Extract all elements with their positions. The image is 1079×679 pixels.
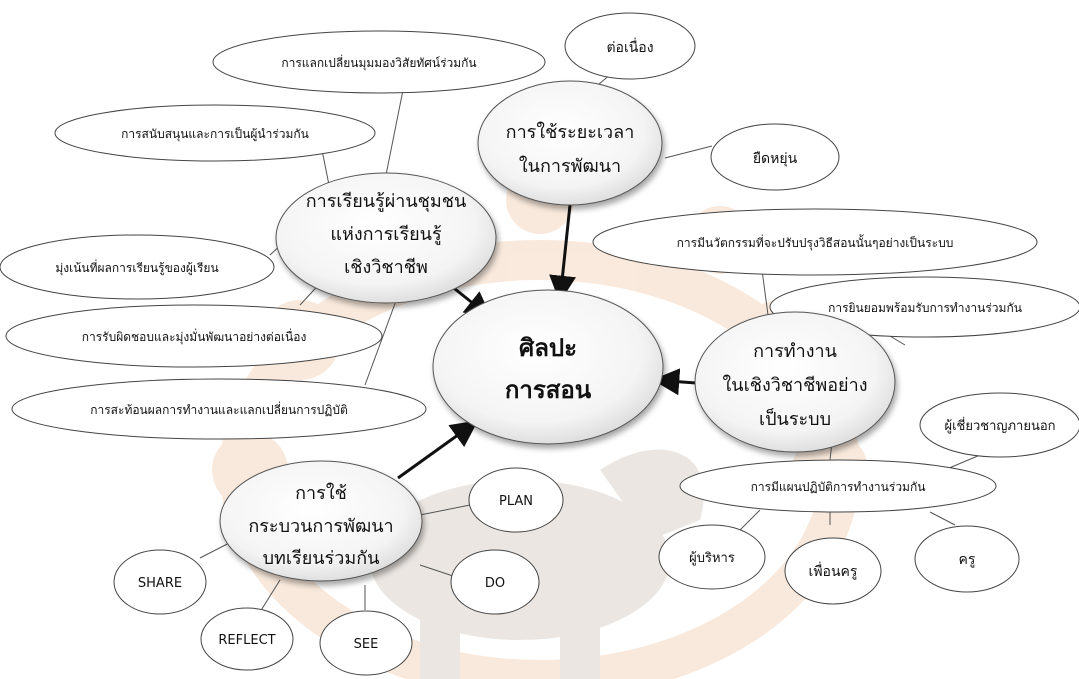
leaf-peer-label: เพื่อนครู — [809, 562, 858, 580]
hub-lesson-label-1: การใช้ — [295, 482, 347, 504]
leaf-learner-label: มุ่งเน้นที่ผลการเรียนรู้ของผู้เรียน — [55, 259, 218, 276]
leaf-peer — [784, 537, 882, 605]
leaf-responsibility-label: การรับผิดชอบและมุ่งมั่นพัฒนาอย่างต่อเนื่… — [82, 328, 307, 345]
leaf-teacher — [914, 525, 1020, 593]
hub-lesson-label-3: บทเรียนร่วมกัน — [263, 548, 380, 569]
leaf-support — [54, 104, 376, 162]
leaf-continuous — [564, 12, 696, 80]
leaf-reflect-label: REFLECT — [218, 633, 275, 648]
leaf-continuous-label: ต่อเนื่อง — [606, 38, 653, 56]
hub-plc — [275, 172, 497, 304]
leaf-flexible — [710, 123, 840, 191]
leaf-see — [319, 610, 413, 676]
hub-work — [694, 311, 896, 453]
leaf-flexible-label: ยืดหยุ่น — [753, 151, 798, 167]
leaf-learner — [0, 234, 275, 300]
leaf-support-label: การสนับสนุนและการเป็นผู้นำร่วมกัน — [121, 126, 309, 142]
hub-work-label-3: เป็นระบบ — [759, 407, 831, 430]
leaf-share — [113, 549, 207, 615]
leaf-exchange-label: การแลกเปลี่ยนมุมมองวิสัยทัศน์ร่วมกัน — [281, 54, 476, 71]
leaf-responsibility — [5, 304, 383, 368]
leaf-plan — [468, 467, 564, 533]
leaf-plan-collab — [679, 459, 997, 513]
arrows — [397, 204, 697, 480]
leaf-expert — [919, 392, 1079, 458]
leaf-reflect — [200, 607, 294, 671]
center-node — [432, 289, 664, 445]
leaf-exchange — [212, 30, 546, 94]
leaf-admin — [658, 524, 766, 590]
hub-plc-label-3: เชิงวิชาชีพ — [344, 257, 428, 278]
leaf-do — [450, 549, 540, 615]
hub-plc-label-2: แห่งการเรียนรู้ — [330, 224, 442, 245]
hub-work-label-1: การทำงาน — [753, 341, 837, 362]
leaf-plan-label: PLAN — [499, 494, 533, 509]
leaf-reflection — [11, 378, 427, 440]
center-label-1: ศิลปะ — [519, 334, 577, 362]
center-label-2: การสอน — [505, 376, 592, 404]
hub-work-label-2: ในเชิงวิชาชีพอย่าง — [722, 374, 867, 396]
leaf-share-label: SHARE — [138, 576, 182, 591]
hub-time-label-2: ในการพัฒนา — [519, 155, 621, 177]
leaf-admin-label: ผู้บริหาร — [689, 551, 735, 566]
leaf-plan-collab-label: การมีแผนปฏิบัติการทำงานร่วมกัน — [751, 480, 926, 494]
leaf-do-label: DO — [485, 576, 505, 591]
leaf-willing-label: การยินยอมพร้อมรับการทำงานร่วมกัน — [828, 301, 1022, 315]
leaf-teacher-label: ครู — [959, 552, 976, 568]
hub-plc-label-1: การเรียนรู้ผ่านชุมชน — [306, 191, 467, 212]
leaf-innovation — [592, 208, 1038, 276]
leaf-reflection-label: การสะท้อนผลการทำงานและแลกเปลี่ยนการปฏิบั… — [90, 401, 348, 417]
hub-time — [477, 80, 663, 206]
hub-lesson — [219, 460, 423, 582]
hub-lesson-label-2: กระบวนการพัฒนา — [248, 516, 393, 537]
hub-time-label-1: การใช้ระยะเวลา — [506, 121, 635, 143]
leaf-innovation-label: การมีนวัตกรรมที่จะปรับปรุงวิธีสอนนั้นๆอย… — [677, 234, 954, 251]
leaf-see-label: SEE — [354, 637, 379, 652]
leaf-expert-label: ผู้เชี่ยวชาญภายนอก — [944, 417, 1055, 434]
